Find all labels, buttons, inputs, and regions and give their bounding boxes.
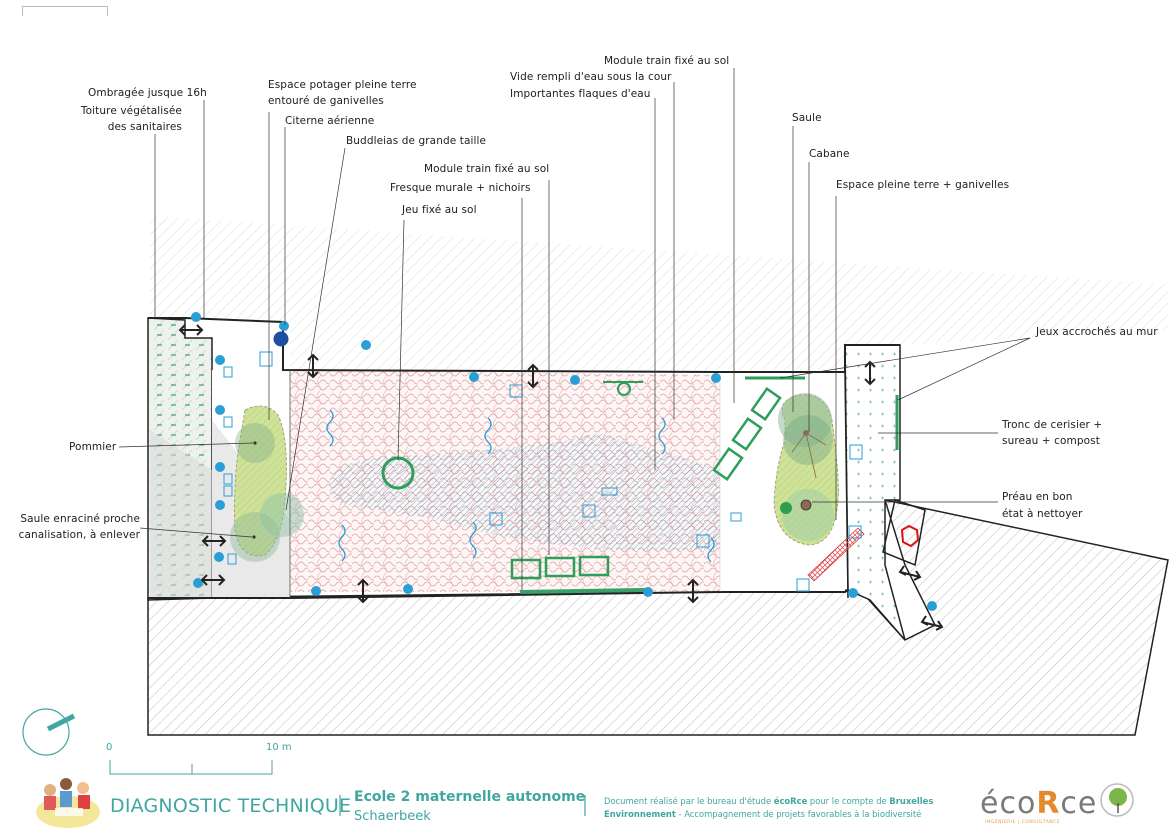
label-pommier: Pommier: [69, 441, 117, 453]
module-train-bottom: [510, 555, 610, 580]
label-toiture-2: des sanitaires: [107, 121, 182, 133]
label-citerne: Citerne aérienne: [285, 115, 375, 127]
label-preau-2: état à nettoyer: [1002, 508, 1083, 520]
buddleia-canopy: [260, 493, 304, 537]
label-saule-enracine-2: canalisation, à enlever: [18, 529, 140, 541]
school-name: Ecole 2 maternelle autonome: [354, 789, 586, 805]
commune-name: Schaerbeek: [354, 809, 431, 824]
access-arrows: [178, 324, 944, 631]
module-train-diagonal: [712, 387, 782, 481]
label-flaques: Importantes flaques d'eau: [510, 88, 651, 100]
credit-text: Document réalisé par le bureau d'étude: [604, 796, 774, 806]
label-toiture: Toiture végétalisée: [80, 105, 182, 117]
jeu-fixe-circle-small: [617, 382, 631, 396]
neighbour-building-top: [150, 216, 1168, 370]
label-saule: Saule: [792, 112, 822, 124]
ecorce-logo: écoRce: [980, 786, 1097, 821]
fresque-bar: [519, 588, 646, 594]
label-fresque: Fresque murale + nichoirs: [390, 182, 531, 194]
cabane-icon: [791, 432, 827, 479]
citerne-aerienne: [273, 331, 289, 347]
credit-line-1: Document réalisé par le bureau d'étude é…: [604, 796, 933, 806]
logo-part-c: ce: [1060, 786, 1098, 821]
label-preau: Préau en bon: [1002, 491, 1073, 503]
scale-end-label: 10 m: [266, 742, 292, 753]
credit-ecorce: écoRce: [773, 796, 808, 806]
page-corner-frame: [22, 6, 108, 16]
main-wall-outline: [148, 317, 900, 373]
scale-start-label: 0: [106, 742, 113, 753]
preau-hexagon: [900, 524, 920, 548]
label-cabane: Cabane: [809, 148, 850, 160]
north-arrow-icon: [22, 708, 76, 756]
drain-points: [191, 312, 937, 611]
credit-bruxelles: Bruxelles: [889, 796, 934, 806]
credit-environnement: Environnement: [604, 809, 676, 819]
label-potager: Espace potager pleine terre: [268, 79, 417, 91]
credit-line-2: Environnement - Accompagnement de projet…: [604, 809, 921, 819]
tree-marker: [800, 499, 812, 511]
label-ombragee: Ombragée jusque 16h: [88, 87, 207, 99]
credit-text-2: pour le compte de: [807, 796, 890, 806]
children-illustration: [36, 778, 100, 828]
logo-part-a: éco: [980, 786, 1037, 821]
shade-zone: [150, 430, 212, 598]
label-jeux-mur: Jeux accrochés au mur: [1036, 326, 1158, 338]
preau: [882, 499, 926, 567]
document-title: DIAGNOSTIC TECHNIQUE: [110, 795, 352, 817]
logo-part-r: R: [1036, 786, 1061, 821]
label-module-train-1: Module train fixé au sol: [424, 163, 550, 175]
saule-canopy: [778, 393, 832, 447]
bush-green: [780, 502, 792, 514]
label-jeu-fixe: Jeu fixé au sol: [402, 204, 477, 216]
water-puddle-zone: [329, 434, 741, 551]
label-module-train-2: Module train fixé au sol: [604, 55, 730, 67]
label-vide: Vide rempli d'eau sous la cour: [510, 71, 672, 83]
water-flow-icons: [326, 409, 715, 563]
shrub-canopy: [782, 489, 834, 541]
ecorce-tree-logo: [1100, 783, 1134, 817]
scale-bar: [109, 760, 273, 775]
leader-lines: [118, 68, 1031, 590]
label-tronc-2: sureau + compost: [1002, 435, 1100, 447]
label-saule-enracine: Saule enraciné proche: [20, 513, 140, 525]
credit-text-3: - Accompagnement de projets favorables à…: [675, 809, 922, 819]
blue-symbols: [223, 351, 863, 592]
label-tronc: Tronc de cerisier +: [1002, 419, 1103, 431]
label-pleine-terre: Espace pleine terre + ganivelles: [836, 179, 1010, 191]
ramp: [807, 527, 865, 582]
label-buddleias: Buddleias de grande taille: [346, 135, 487, 147]
label-potager-2: entouré de ganivelles: [268, 95, 384, 107]
ecorce-logo-subtitle: INGÉNIERIE | CONSULTANCE: [985, 820, 1061, 825]
